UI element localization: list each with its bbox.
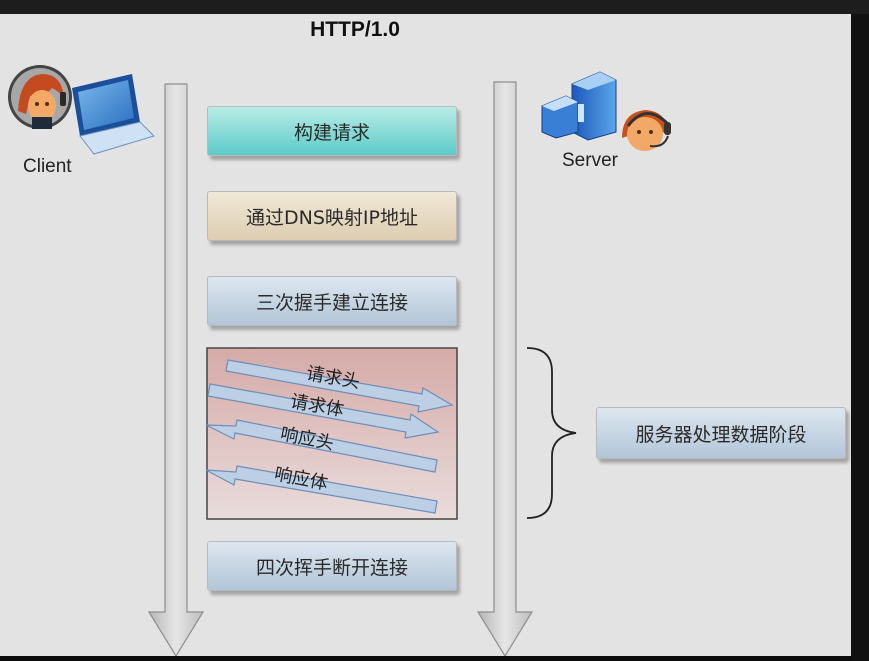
slide: HTTP/1.0 [0, 14, 851, 656]
client-timeline-arrow [147, 83, 205, 656]
step-build-request: 构建请求 [207, 106, 457, 156]
client-label: Client [23, 156, 72, 177]
server-operator-icon [622, 110, 671, 151]
diagram-canvas: 请求头 请求体 响应头 响应体 [8, 65, 671, 656]
frame-bottom-edge [0, 656, 869, 661]
response-header-arrow [205, 419, 438, 473]
step-four-way-handshake: 四次挥手断开连接 [207, 541, 457, 591]
request-header-arrow [225, 359, 454, 413]
diagram-title: HTTP/1.0 [310, 18, 400, 41]
server-tower-icon [541, 71, 617, 141]
server-phase-brace [526, 347, 577, 519]
response-body-arrow [205, 465, 438, 514]
server-processing-phase: 服务器处理数据阶段 [596, 407, 846, 459]
client-laptop-icon [72, 74, 155, 155]
request-body-arrow [207, 383, 440, 439]
step-dns-lookup: 通过DNS映射IP地址 [207, 191, 457, 241]
server-timeline-arrow [476, 81, 534, 656]
step-three-way-handshake: 三次握手建立连接 [207, 276, 457, 326]
frame-right-edge [851, 14, 869, 661]
client-person-icon [8, 65, 72, 129]
server-label: Server [562, 150, 618, 171]
